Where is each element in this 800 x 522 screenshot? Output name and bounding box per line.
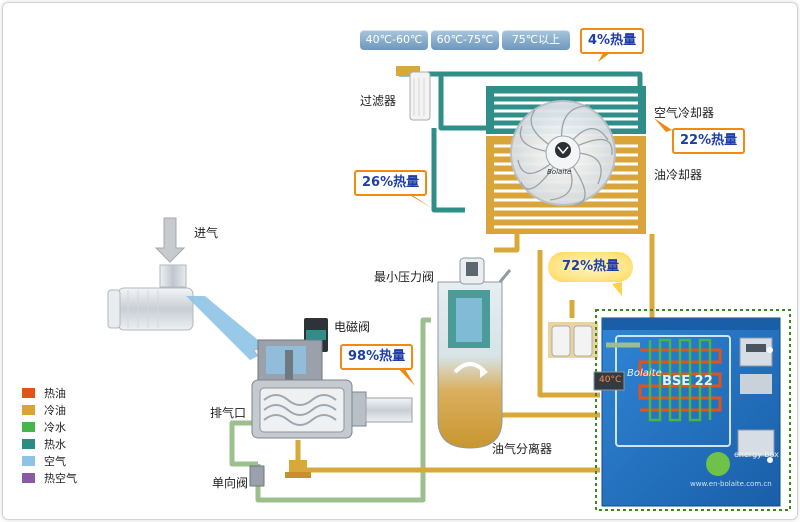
- label-check-valve: 单向阀: [212, 476, 249, 490]
- label-oil-cooler: 油冷却器: [654, 168, 703, 182]
- air-intake-filter: [107, 264, 194, 331]
- legend-item-cold-oil: 冷油: [22, 401, 77, 418]
- heat-label-air-cooler: 22%热量: [672, 128, 746, 154]
- legend-item-hot-air: 热空气: [22, 469, 77, 486]
- oil-return-pipes: [295, 440, 600, 473]
- energy-box-unit: [593, 309, 791, 511]
- legend-swatch: [22, 421, 35, 432]
- fan-brand: Bolaite: [547, 168, 572, 176]
- legend-item-hot-water: 热水: [22, 435, 77, 452]
- heat-label-oil-cooler: 72%热量: [548, 252, 634, 282]
- label-solenoid-valve: 电磁阀: [334, 320, 371, 334]
- unit-model: BSE 22: [662, 374, 713, 389]
- label-exhaust-port: 排气口: [210, 406, 247, 420]
- check-valve: [249, 460, 311, 487]
- legend-label: 热水: [44, 437, 66, 451]
- legend-item-air: 空气: [22, 452, 77, 469]
- screw-compressor: [251, 339, 413, 439]
- legend-label: 热油: [44, 386, 66, 400]
- unit-badge: energy box: [734, 450, 779, 459]
- temp-tab-75-plus[interactable]: 75℃以上: [502, 30, 570, 50]
- filter: [396, 66, 431, 121]
- legend: 热油 冷油 冷水 热水 空气 热空气: [22, 384, 77, 486]
- legend-label: 冷水: [44, 420, 66, 434]
- intake-arrow-icon: [154, 217, 186, 263]
- temp-tab-60-75[interactable]: 60℃-75℃: [431, 30, 499, 50]
- label-air-cooler: 空气冷却器: [654, 106, 715, 120]
- label-min-pressure-valve: 最小压力阀: [374, 270, 435, 284]
- legend-label: 空气: [44, 454, 66, 468]
- label-intake: 进气: [194, 226, 219, 240]
- heat-label-air-line: 4%热量: [580, 28, 645, 54]
- label-filter: 过滤器: [360, 94, 397, 108]
- cooling-fan: [510, 100, 616, 206]
- legend-item-hot-oil: 热油: [22, 384, 77, 401]
- legend-item-cold-water: 冷水: [22, 418, 77, 435]
- unit-brand: Bolaite: [627, 368, 662, 379]
- legend-swatch: [22, 404, 35, 415]
- legend-swatch: [22, 455, 35, 466]
- legend-label: 热空气: [44, 471, 77, 485]
- legend-label: 冷油: [44, 403, 66, 417]
- label-oil-gas-separator: 油气分离器: [492, 442, 553, 456]
- unit-website: www.en-bolaite.com.cn: [690, 480, 772, 488]
- cold-water-pipes: [229, 317, 431, 503]
- hot-water-pipes: [399, 71, 643, 213]
- legend-swatch: [22, 438, 35, 449]
- legend-swatch: [22, 387, 35, 398]
- heat-label-oil-line: 26%热量: [354, 170, 428, 196]
- unit-display: 40°C: [599, 375, 622, 385]
- heat-label-total: 98%热量: [340, 344, 414, 370]
- oil-filter: [548, 322, 598, 358]
- temp-tab-40-60[interactable]: 40℃-60℃: [360, 30, 428, 50]
- legend-swatch: [22, 472, 35, 483]
- oil-gas-separator: [437, 257, 512, 449]
